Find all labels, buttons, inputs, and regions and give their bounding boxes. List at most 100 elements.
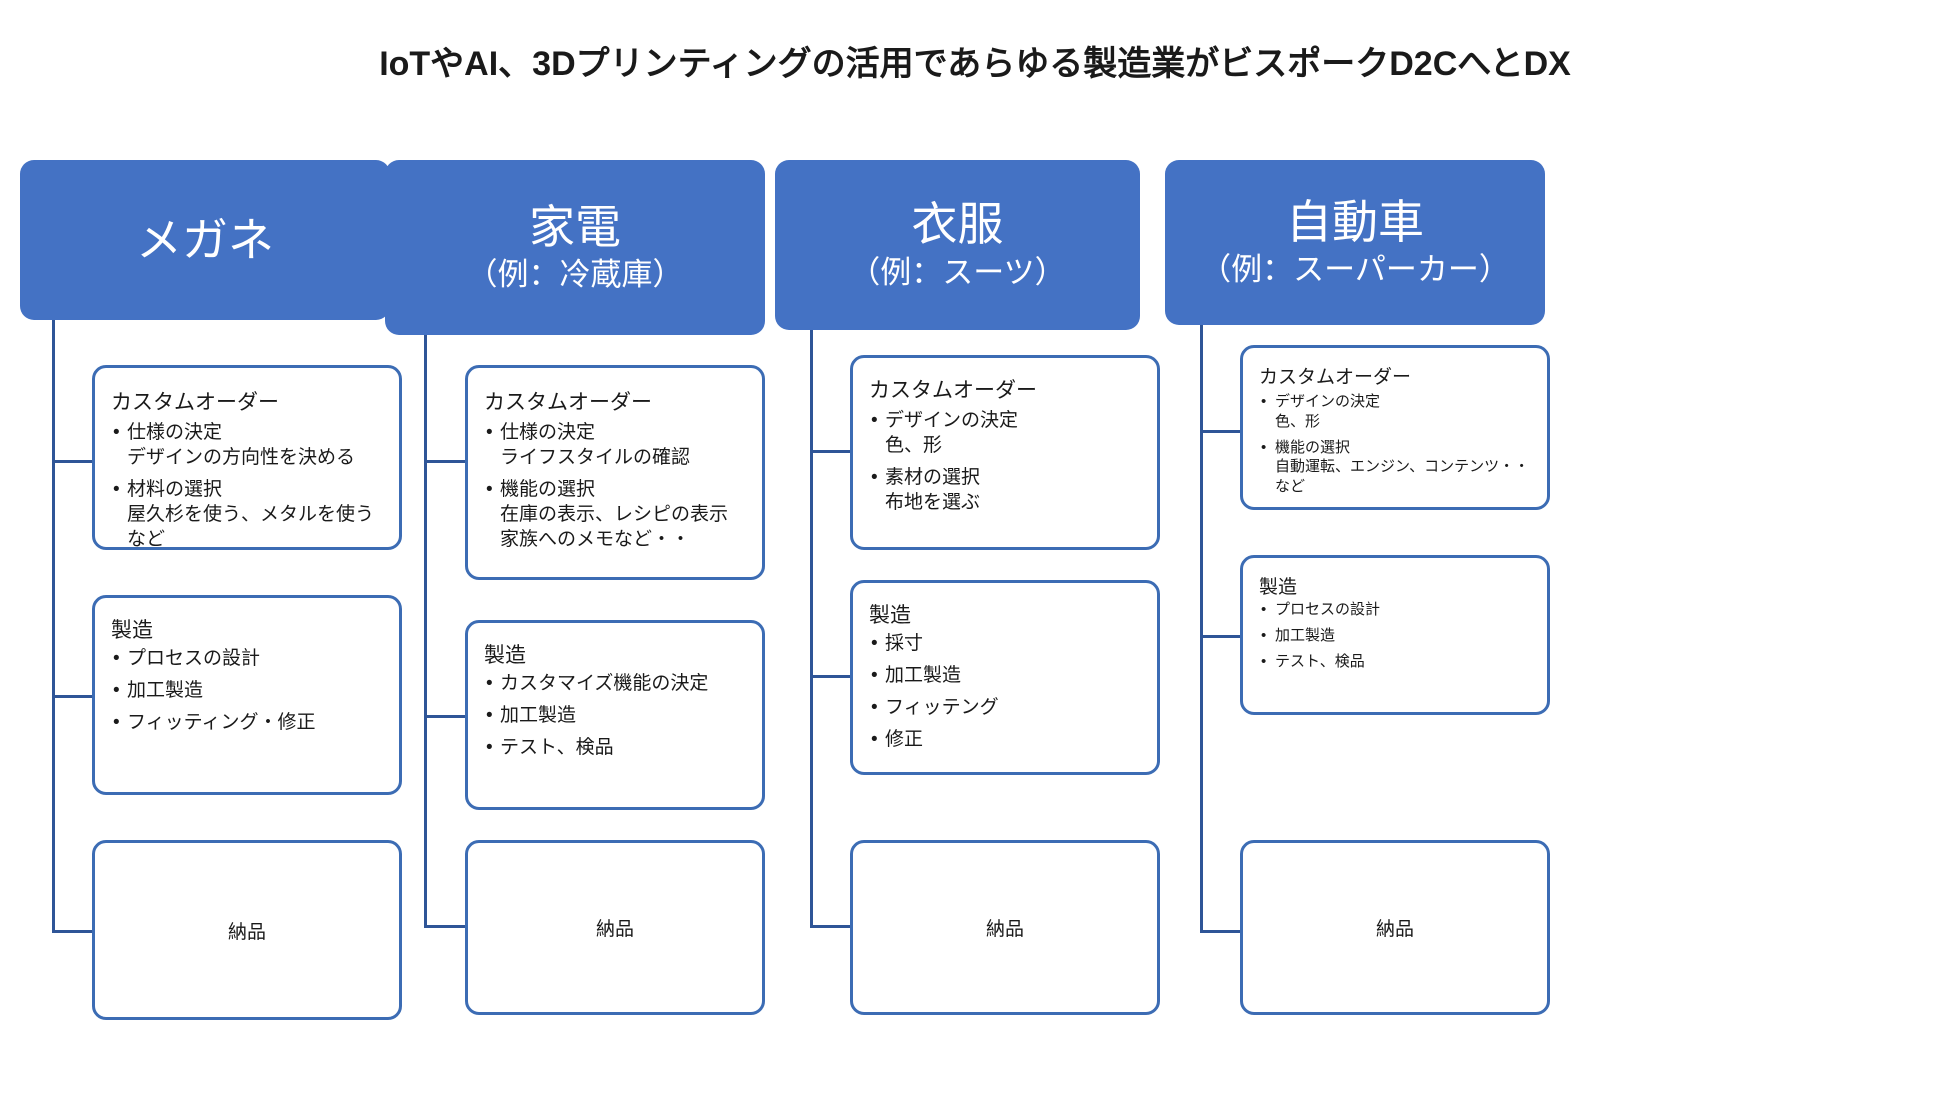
- card-title: 製造: [1259, 577, 1298, 598]
- card-item-list: •プロセスの設計 • 加工製造 • フィッティング・修正: [113, 646, 391, 742]
- card-item-detail: 布地を選ぶ: [885, 492, 981, 514]
- card-item-label: 材料の選択: [127, 479, 223, 501]
- card-item-label: 加工製造: [1275, 626, 1336, 644]
- card-item-label: テスト、検品: [500, 737, 614, 759]
- card-item: • デザインの決定色、形: [871, 408, 1149, 458]
- stage-card[interactable]: カスタムオーダー•デザインの決定色、形•機能の選択自動運転、エンジン、コンテンツ…: [1240, 345, 1550, 510]
- card-item: •仕様の決定デザインの方向性を決める: [113, 420, 391, 470]
- delivery-card[interactable]: 納品: [850, 840, 1160, 1015]
- card-item-detail: 家族へのメモなど・・: [500, 529, 691, 551]
- column-header-3[interactable]: 衣服（例：スーツ）: [775, 160, 1140, 330]
- connector-branch: [424, 715, 465, 718]
- card-item-label: デザインの決定: [885, 410, 1019, 431]
- connector-branch: [52, 930, 92, 933]
- card-item: • プロセスの設計: [1261, 600, 1539, 620]
- bullet-icon: •: [486, 673, 493, 694]
- column-header-subtitle: （例：冷蔵庫）: [466, 257, 684, 293]
- delivery-card[interactable]: 納品: [1240, 840, 1550, 1015]
- card-item-list: •デザインの決定色、形•機能の選択自動運転、エンジン、コンテンツ・・など: [1261, 392, 1539, 503]
- card-item-detail: 自動運転、エンジン、コンテンツ・・など: [1275, 458, 1530, 496]
- bullet-icon: •: [113, 422, 120, 443]
- card-item: • カスタマイズ機能の決定: [486, 671, 754, 696]
- card-item: • テスト、検品: [486, 735, 754, 760]
- column-header-2[interactable]: 家電（例：冷蔵庫）: [385, 160, 765, 335]
- card-item-list: •デザインの決定色、形•素材の選択布地を選ぶ: [871, 408, 1149, 522]
- card-title: 製造: [111, 619, 153, 642]
- bullet-icon: •: [1261, 652, 1267, 670]
- card-item-list: •仕様の決定デザインの方向性を決める•材料の選択屋久杉を使う、メタルを使うなど: [113, 420, 391, 547]
- connector-branch: [424, 925, 465, 928]
- card-item-label: デザインの決定: [1275, 393, 1381, 410]
- bullet-icon: •: [871, 410, 878, 431]
- stage-card[interactable]: カスタムオーダー•仕様の決定ライフスタイルの確認•機能の選択在庫の表示、レシピの…: [465, 365, 765, 580]
- card-item: • フィッティング・修正: [113, 710, 391, 735]
- stage-card[interactable]: カスタムオーダー•デザインの決定色、形•素材の選択布地を選ぶ: [850, 355, 1160, 550]
- card-item-label: 採寸: [885, 633, 924, 654]
- bullet-icon: •: [486, 737, 493, 759]
- card-item-detail: 色、形: [885, 435, 943, 457]
- stage-card[interactable]: カスタムオーダー•仕様の決定デザインの方向性を決める•材料の選択屋久杉を使う、メ…: [92, 365, 402, 550]
- bullet-icon: •: [871, 467, 878, 489]
- bullet-icon: •: [871, 665, 878, 687]
- connector-branch: [52, 695, 92, 698]
- bullet-icon: •: [871, 633, 878, 654]
- stage-card[interactable]: 製造 • カスタマイズ機能の決定 • 加工製造 • テスト、検品: [465, 620, 765, 810]
- stage-card[interactable]: 製造•採寸•加工製造•フィッテング•修正: [850, 580, 1160, 775]
- connector-branch: [810, 675, 850, 678]
- bullet-icon: •: [113, 479, 120, 501]
- delivery-label: 納品: [595, 919, 634, 940]
- stage-card[interactable]: 製造 • プロセスの設計 • 加工製造 •テスト、検品: [1240, 555, 1550, 715]
- bullet-icon: •: [1261, 626, 1267, 644]
- card-item-list: •採寸•加工製造•フィッテング•修正: [871, 631, 1149, 759]
- connector-spine: [52, 320, 55, 930]
- column-header-subtitle: （例：スーツ）: [849, 254, 1066, 290]
- card-item-label: フィッティング・修正: [127, 712, 316, 734]
- card-item-label: フィッテング: [885, 697, 999, 719]
- card-item-list: •仕様の決定ライフスタイルの確認•機能の選択在庫の表示、レシピの表示家族へのメモ…: [486, 420, 754, 559]
- card-item: •プロセスの設計: [113, 646, 391, 671]
- connector-branch: [424, 460, 465, 463]
- connector-branch: [1200, 930, 1240, 933]
- stage-card[interactable]: 製造 •プロセスの設計 • 加工製造 • フィッティング・修正: [92, 595, 402, 795]
- card-item-detail: 在庫の表示、レシピの表示: [500, 504, 729, 526]
- card-item: •機能の選択自動運転、エンジン、コンテンツ・・など: [1261, 438, 1539, 497]
- card-item: • 加工製造: [486, 703, 754, 728]
- bullet-icon: •: [486, 705, 493, 727]
- card-item-label: 仕様の決定: [500, 422, 596, 443]
- delivery-card[interactable]: 納品: [465, 840, 765, 1015]
- card-item-label: 機能の選択: [1275, 438, 1351, 456]
- connector-branch: [1200, 635, 1240, 638]
- card-item-detail: 色、形: [1275, 412, 1321, 430]
- card-item-label: 加工製造: [500, 705, 577, 727]
- column-header-4[interactable]: 自動車（例：スーパーカー）: [1165, 160, 1545, 325]
- delivery-label: 納品: [1375, 919, 1414, 940]
- card-title: カスタムオーダー: [484, 391, 652, 414]
- card-item: •加工製造: [871, 663, 1149, 688]
- card-item-label: プロセスの設計: [127, 648, 261, 669]
- column-header-1[interactable]: メガネ: [20, 160, 390, 320]
- delivery-card[interactable]: 納品: [92, 840, 402, 1020]
- connector-branch: [810, 925, 850, 928]
- bullet-icon: •: [871, 697, 878, 719]
- card-title: カスタムオーダー: [1259, 367, 1412, 388]
- connector-branch: [810, 450, 850, 453]
- card-title: 製造: [484, 644, 526, 667]
- card-item-detail: デザインの方向性を決める: [127, 447, 356, 469]
- card-title: カスタムオーダー: [111, 391, 279, 414]
- card-item: • 加工製造: [1261, 626, 1539, 646]
- card-item: •材料の選択屋久杉を使う、メタルを使うなど: [113, 477, 391, 547]
- card-item: • 採寸: [871, 631, 1149, 656]
- bullet-icon: •: [1261, 601, 1267, 618]
- card-item-label: カスタマイズ機能の決定: [500, 673, 709, 694]
- bullet-icon: •: [486, 422, 493, 443]
- card-title: 製造: [869, 604, 911, 627]
- connector-spine: [424, 335, 427, 925]
- bullet-icon: •: [113, 712, 120, 734]
- card-title: カスタムオーダー: [869, 379, 1037, 402]
- card-item-label: プロセスの設計: [1275, 601, 1381, 618]
- card-item-label: 加工製造: [127, 680, 204, 702]
- connector-branch: [1200, 430, 1240, 433]
- card-item: •テスト、検品: [1261, 652, 1539, 672]
- connector-spine: [810, 330, 813, 925]
- card-item: •デザインの決定色、形: [1261, 392, 1539, 432]
